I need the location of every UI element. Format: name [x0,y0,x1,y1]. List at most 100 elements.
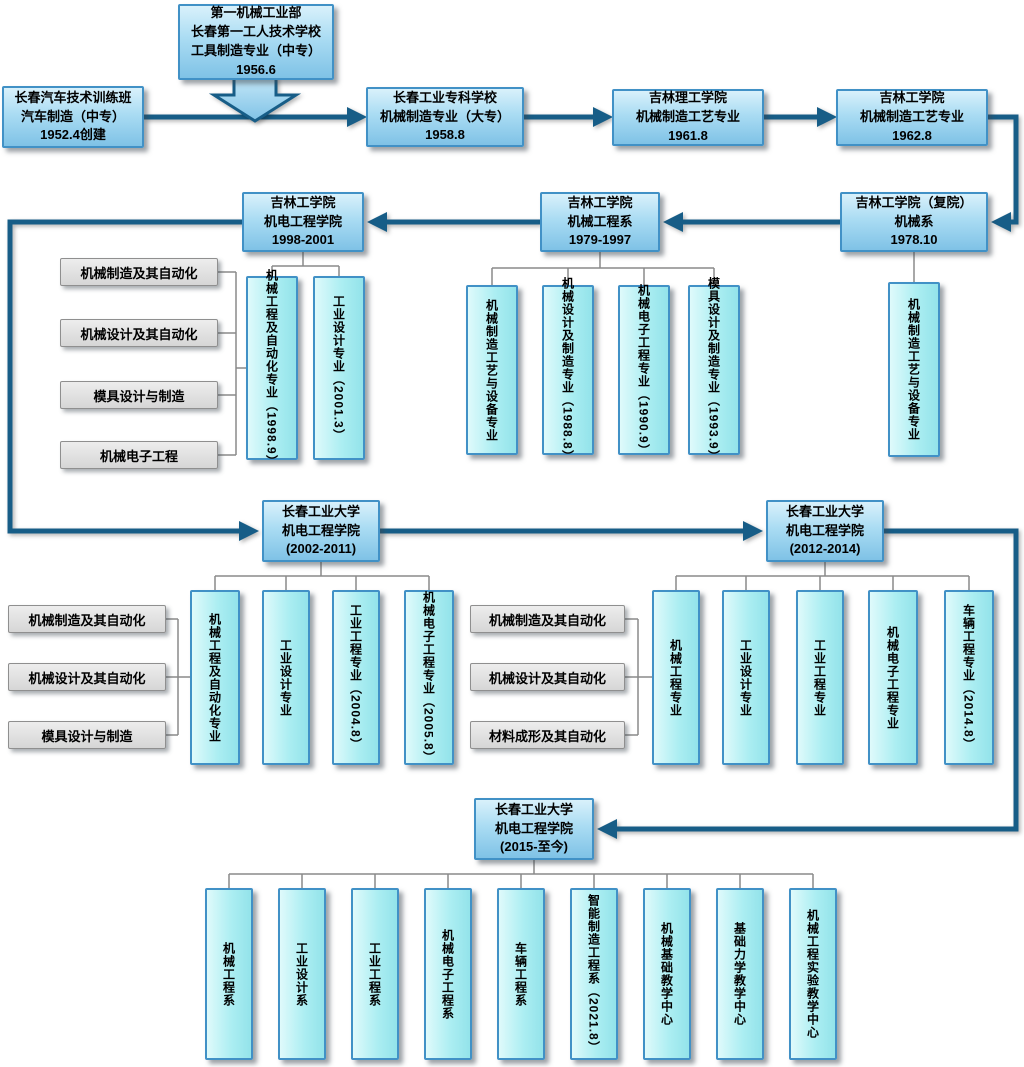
node-line: 1952.4创建 [40,127,106,143]
node-line: 吉林理工学院 [648,90,727,106]
tree-line-2012 [675,562,970,590]
node-line: 长春工业大学 [281,503,360,519]
node-1961-jilin-institute: 吉林理工学院 机械制造工艺专业 1961.8 [612,89,764,146]
major-label: 工业设计专业 [738,638,753,717]
dept-box-2015-7: 机械基础教学中心 [643,888,691,1060]
node-1979-mech-dept: 吉林工学院 机械工程系 1979-1997 [540,192,660,252]
node-line: 吉林工学院（复院） [855,194,973,210]
tree-line-2002 [214,562,430,590]
major-box-1979-2: 机械设计及制造专业（1988.8） [542,277,594,463]
major-box-2012-4: 机械电子工程专业 [868,590,918,765]
dept-box-2015-5: 车辆工程系 [497,888,545,1060]
dept-label: 车辆工程系 [513,941,528,1007]
node-line: 1956.6 [236,61,276,77]
dept-label: 机械工程系 [221,941,236,1007]
major-label: 机械电子工程专业 [885,625,900,730]
node-1958-industry-college: 长春工业专科学校 机械制造专业（大专） 1958.8 [366,87,524,147]
bracket-1998 [218,271,246,456]
major-box-2002-2: 工业设计专业 [262,590,310,765]
dept-box-2015-3: 工业工程系 [351,888,399,1060]
dept-label: 工业设计系 [294,941,309,1007]
node-line: (2002-2011) [285,541,357,557]
flow-arrow-2012-2015 [597,528,1019,839]
node-line: 吉林工学院 [879,90,945,106]
major-label: 工业设计专业（2001.3） [331,294,346,442]
tree-line-1998 [271,252,340,276]
dept-label: 机械电子工程系 [440,928,455,1020]
major-label: 工业设计专业 [278,638,293,717]
node-line: 长春工业专科学校 [392,89,497,105]
node-line: 1998-2001 [271,232,335,248]
node-line: 汽车制造（中专） [20,108,125,124]
node-line: 1962.8 [892,127,932,143]
node-line: 1978.10 [890,232,938,248]
major-label: 机械制造工艺与设备专业 [484,298,499,442]
major-label: 机械设计及制造专业（1988.8） [560,277,575,463]
track-box-2012-1: 机械制造及其自动化 [470,605,625,633]
node-2015-ccut: 长春工业大学 机电工程学院 (2015-至今) [474,798,594,860]
major-box-1998-2: 工业设计专业（2001.3） [313,276,365,460]
major-label: 机械电子工程专业（1990.9） [636,283,651,457]
node-2002-ccut: 长春工业大学 机电工程学院 (2002-2011) [262,500,380,562]
major-box-2002-4: 机械电子工程专业（2005.8） [404,590,454,765]
dept-label: 机械基础教学中心 [659,922,674,1026]
major-label: 机械工程专业 [668,638,683,717]
node-line: (2015-至今) [500,839,568,855]
track-box-1998-4: 机械电子工程 [60,441,218,469]
dept-label: 智能制造工程系（2021.8） [586,894,601,1054]
major-label: 模具设计及制造专业（1993.9） [706,277,721,463]
dept-label: 机械工程实验教学中心 [805,909,820,1039]
node-line: 长春工业大学 [785,503,864,519]
dept-box-2015-4: 机械电子工程系 [424,888,472,1060]
bracket-2002 [166,618,190,736]
major-box-1998-1: 机械工程及自动化专业（1998.9） [246,269,298,467]
node-1956-tool-school: 第一机械工业部 长春第一工人技术学校 工具制造专业（中专） 1956.6 [178,4,334,80]
major-box-2002-1: 机械工程及自动化专业 [190,590,240,765]
big-down-arrow [208,76,302,123]
major-box-2012-2: 工业设计专业 [722,590,770,765]
node-line: 吉林工学院 [567,194,633,210]
major-label: 机械工程及自动化专业（1998.9） [264,268,279,468]
node-line: 长春第一工人技术学校 [190,24,321,40]
node-line: 长春工业大学 [494,801,573,817]
dept-label: 工业工程系 [367,941,382,1007]
track-box-2002-1: 机械制造及其自动化 [8,605,166,633]
major-box-1979-3: 机械电子工程专业（1990.9） [618,283,670,457]
node-line: 1961.8 [668,127,708,143]
track-box-1998-1: 机械制造及其自动化 [60,258,218,286]
major-box-1979-1: 机械制造工艺与设备专业 [466,285,518,455]
major-label: 机械工程及自动化专业 [207,612,222,743]
major-box-2002-3: 工业工程专业（2004.8） [332,590,380,765]
major-box-1978-1: 机械制造工艺与设备专业 [888,282,940,457]
track-box-2002-2: 机械设计及其自动化 [8,663,166,691]
major-label: 工业工程专业（2004.8） [348,604,363,751]
node-line: 机械制造工艺专业 [635,109,740,125]
dept-label: 基础力学教学中心 [732,922,747,1026]
node-2012-ccut: 长春工业大学 机电工程学院 (2012-2014) [766,500,884,562]
major-box-2012-5: 车辆工程专业（2014.8） [944,590,994,765]
node-1952-auto-training: 长春汽车技术训练班 汽车制造（中专） 1952.4创建 [2,86,144,148]
bracket-2012 [625,618,652,736]
node-line: 1958.8 [425,127,465,143]
node-1978-restored: 吉林工学院（复院） 机械系 1978.10 [840,192,988,252]
tree-line-2015 [228,860,814,888]
node-1962-jilin-tech: 吉林工学院 机械制造工艺专业 1962.8 [836,89,988,146]
major-label: 车辆工程专业（2014.8） [961,604,976,751]
tree-line-1979 [491,252,715,285]
flow-arrow-1962-1978 [988,114,1019,232]
node-line: 机电工程学院 [494,820,573,836]
node-line: (2012-2014) [789,541,861,557]
node-line: 吉林工学院 [270,194,336,210]
track-box-2002-3: 模具设计与制造 [8,721,166,749]
track-box-2012-3: 材料成形及其自动化 [470,721,625,749]
dept-box-2015-2: 工业设计系 [278,888,326,1060]
tree-lines [166,252,970,888]
node-line: 机电工程学院 [281,522,360,538]
node-1998-mechatronic-school: 吉林工学院 机电工程学院 1998-2001 [242,192,364,252]
node-line: 第一机械工业部 [210,5,302,21]
node-line: 长春汽车技术训练班 [14,89,132,105]
track-box-1998-3: 模具设计与制造 [60,381,218,409]
dept-box-2015-6: 智能制造工程系（2021.8） [570,888,618,1060]
